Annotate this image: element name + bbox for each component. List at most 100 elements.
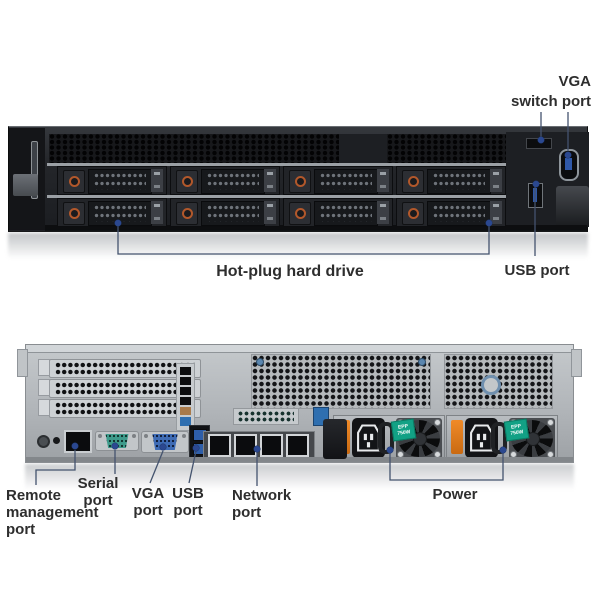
vga-pins [565, 158, 572, 170]
label-hot-plug-hard-drive: Hot-plug hard drive [216, 263, 364, 280]
front-usb-connector [528, 183, 543, 208]
rear-io-riser [176, 363, 195, 431]
drive-button-ring [295, 176, 306, 187]
label-vga: VGA [558, 73, 591, 90]
nmi-button [53, 437, 60, 444]
label-network-port: Network port [232, 487, 292, 521]
screw [256, 358, 264, 366]
front-ear-latch [13, 174, 38, 196]
drive-tray-latch [151, 169, 163, 192]
usb-tongue [533, 188, 537, 202]
front-status-port [526, 138, 552, 149]
drive-tray-latch [490, 169, 502, 192]
cable-management-arm [323, 419, 347, 459]
front-panel-handle [556, 186, 589, 227]
drive-bay [57, 166, 167, 195]
front-control-panel [506, 132, 589, 227]
riser-port [180, 367, 191, 375]
rear-right-ear [571, 349, 582, 377]
rear-left-ear [17, 349, 28, 377]
system-id-button [37, 435, 50, 448]
drive-button-ring [182, 176, 193, 187]
front-ear-slot [31, 141, 38, 199]
riser-port [180, 377, 191, 385]
drive-button-ring [69, 176, 80, 187]
drive-bay [396, 198, 506, 227]
drive-bay [283, 166, 393, 195]
label-usb-port-rear: USB port [172, 485, 204, 519]
drive-button-ring [408, 176, 419, 187]
drive-bay [170, 166, 280, 195]
rear-center-grille [251, 354, 431, 409]
pcie-bracket [38, 379, 50, 396]
front-left-rack-ear [9, 128, 45, 230]
network-port [234, 434, 257, 457]
riser-port [180, 387, 191, 395]
drive-tray-latch [490, 201, 502, 224]
drive-tray-vents [88, 201, 152, 226]
front-reflection [8, 233, 588, 259]
drive-bay [170, 198, 280, 227]
drive-tray-vents [314, 169, 378, 194]
rear-slot-cover [233, 408, 299, 425]
drive-tray-vents [201, 201, 265, 226]
rear-top-rail [26, 345, 573, 353]
label-power: Power [432, 486, 478, 503]
front-vent-gap [339, 134, 387, 163]
drive-button-ring [182, 208, 193, 219]
drive-bay [396, 166, 506, 195]
label-serial-port: Serial port [77, 475, 119, 509]
vga-connector [152, 434, 178, 450]
drive-tray-latch [264, 169, 276, 192]
serial-connector [105, 434, 129, 448]
pcie-bracket [38, 399, 50, 416]
drive-release-button [176, 202, 198, 225]
drive-release-button [289, 170, 311, 193]
drive-release-button [402, 170, 424, 193]
drive-tray-vents [314, 201, 378, 226]
drive-bay [57, 198, 167, 227]
label-usb-port-front: USB port [504, 262, 570, 279]
drive-button-ring [295, 208, 306, 219]
serial-port [95, 431, 139, 451]
drive-button-ring [69, 208, 80, 219]
network-ports [203, 431, 315, 459]
remote-management-port [64, 430, 92, 453]
rear-bottom-edge [26, 457, 573, 462]
server-front-view [8, 126, 589, 232]
drive-tray-latch [151, 201, 163, 224]
riser-port [180, 407, 191, 415]
drive-release-button [176, 170, 198, 193]
drive-tray-vents [201, 169, 265, 194]
drive-tray-vents [88, 169, 152, 194]
drive-tray-vents [427, 169, 491, 194]
fan-hub [413, 432, 427, 446]
label-vga-port-rear: VGA port [131, 485, 165, 519]
riser-port [180, 397, 191, 405]
drive-tray-latch [377, 201, 389, 224]
psu-handle [378, 422, 394, 454]
network-port [286, 434, 309, 457]
front-vga-switch-connector [559, 149, 579, 181]
drive-release-button [289, 202, 311, 225]
rear-id-button [481, 375, 501, 395]
psu-release-latch [451, 420, 463, 454]
pcie-bracket [38, 359, 50, 376]
network-port [208, 434, 231, 457]
drive-button-ring [408, 208, 419, 219]
label-switch-port: switch port [510, 93, 591, 110]
pcie-slot-cover [49, 379, 201, 398]
drive-tray-latch [264, 201, 276, 224]
network-port [260, 434, 283, 457]
front-divider-strip [47, 195, 515, 198]
label-remote-management-port: Remote management port [6, 487, 99, 538]
screw [418, 358, 426, 366]
drive-release-button [63, 202, 85, 225]
riser-port [180, 417, 191, 426]
